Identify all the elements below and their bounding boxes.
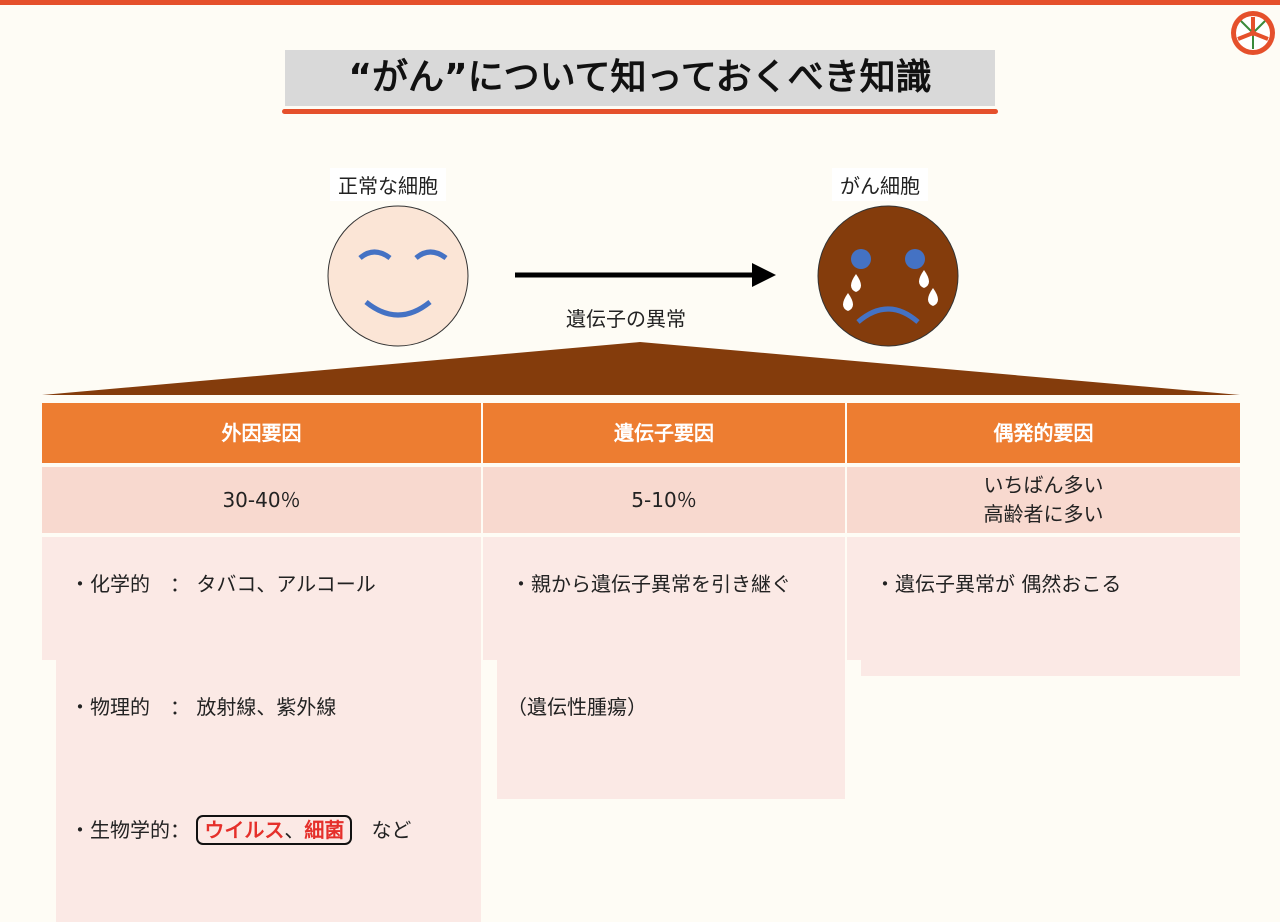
list-item: ・遺伝子異常が 偶然おこる [861, 553, 1240, 676]
brown-triangle [42, 342, 1240, 395]
arrow-label: 遺伝子の異常 [566, 307, 686, 331]
logo-icon [1231, 11, 1275, 55]
arrow-icon [515, 263, 776, 287]
table-row-ratio: 30-40％ 5-10％ いちばん多い高齢者に多い [42, 467, 1240, 533]
list-item: ・化学的 ： タバコ、アルコール [56, 553, 481, 676]
crying-face-icon [817, 205, 959, 347]
top-accent-bar [0, 0, 1280, 5]
list-item: ・物理的 ： 放射線、紫外線 [56, 676, 481, 799]
ratio-accidental-line2: 高齢者に多い [983, 502, 1104, 526]
highlight-box: ウイルス、細菌 [196, 815, 353, 845]
accidental-details: ・遺伝子異常が 偶然おこる [847, 537, 1240, 676]
genetic-details: ・親から遺伝子異常を引き継ぐ （遺伝性腫瘍） [483, 537, 845, 799]
external-details: ・化学的 ： タバコ、アルコール ・物理的 ： 放射線、紫外線 ・生物学的： ウ… [42, 537, 481, 922]
title-underline [282, 109, 998, 114]
cancer-cell-label: がん細胞 [832, 168, 928, 201]
happy-face-icon [327, 205, 469, 347]
ratio-genetic: 5-10％ [483, 467, 845, 533]
header-accidental: 偶発的要因 [847, 403, 1240, 463]
normal-cell-label: 正常な細胞 [330, 168, 446, 201]
header-genetic: 遺伝子要因 [483, 403, 845, 463]
page-title: “がん”について知っておくべき知識 [285, 50, 995, 106]
cell-diagram [42, 205, 1240, 395]
header-external: 外因要因 [42, 403, 481, 463]
cause-table: 外因要因 遺伝子要因 偶発的要因 30-40％ 5-10％ いちばん多い高齢者に… [42, 403, 1240, 922]
list-item: ・親から遺伝子異常を引き継ぐ [497, 553, 845, 676]
table-row-details: ・化学的 ： タバコ、アルコール ・物理的 ： 放射線、紫外線 ・生物学的： ウ… [42, 537, 1240, 922]
table-header-row: 外因要因 遺伝子要因 偶発的要因 [42, 403, 1240, 463]
list-item: ・生物学的： ウイルス、細菌 など [56, 799, 481, 922]
ratio-external: 30-40％ [42, 467, 481, 533]
ratio-accidental: いちばん多い高齢者に多い [847, 467, 1240, 533]
list-item: （遺伝性腫瘍） [497, 676, 845, 799]
ratio-accidental-line1: いちばん多い [983, 473, 1104, 497]
